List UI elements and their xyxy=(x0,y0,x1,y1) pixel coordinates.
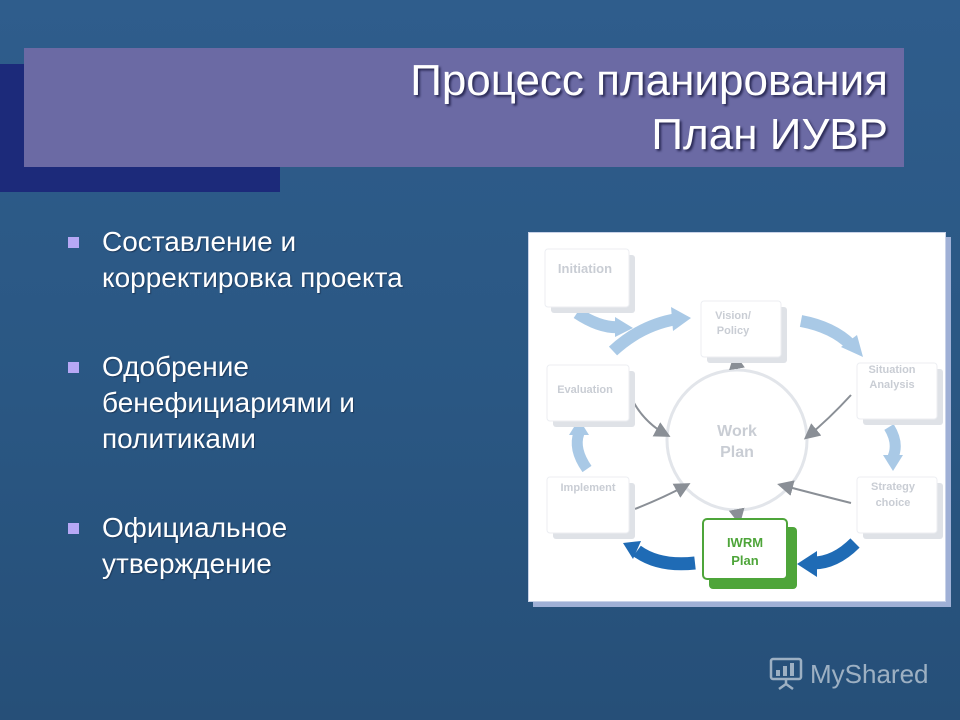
bullet-text-line: политиками xyxy=(102,423,256,454)
watermark-text: MyShared xyxy=(810,659,929,689)
node-label: choice xyxy=(876,497,911,509)
node-evaluation: Evaluation xyxy=(546,364,635,427)
bullet-list: Составление и корректировка проекта Одоб… xyxy=(66,224,506,582)
slide-title-line-1: Процесс планирования xyxy=(410,56,888,105)
node-strategy-choice: Strategy choice xyxy=(856,476,943,539)
bullet-text-line: утверждение xyxy=(102,548,272,579)
node-label: Evaluation xyxy=(557,384,613,396)
bullet-item: Официальное утверждение xyxy=(66,510,506,582)
node-initiation: Initiation xyxy=(544,248,635,313)
center-label: Plan xyxy=(720,444,754,461)
title-band: Процесс планирования План ИУВР xyxy=(24,48,904,167)
slide-title: Процесс планирования План ИУВР xyxy=(410,54,888,162)
node-label: Analysis xyxy=(869,379,914,391)
cycle-arrow-light xyxy=(883,424,903,471)
bullet-item: Составление и корректировка проекта xyxy=(66,224,506,296)
cycle-arrow-light xyxy=(799,315,863,357)
bullet-text-line: бенефициариями и xyxy=(102,387,355,418)
node-label: Vision/ xyxy=(715,310,751,322)
planning-cycle-diagram: Work Plan Initiation Vision/ Policy xyxy=(528,232,946,602)
node-label: Policy xyxy=(717,325,750,337)
cycle-arrow-dark xyxy=(623,541,696,571)
work-plan-circle: Work Plan xyxy=(665,368,809,512)
square-bullet-icon xyxy=(68,362,79,373)
node-label: Implement xyxy=(560,482,615,494)
bullet-text-line: Официальное xyxy=(102,512,288,543)
cycle-arrow-light xyxy=(608,307,691,356)
bullet-text-line: Составление и xyxy=(102,226,297,257)
node-label: Initiation xyxy=(558,261,612,276)
node-label: Strategy xyxy=(871,481,916,493)
square-bullet-icon xyxy=(68,237,79,248)
node-vision-policy: Vision/ Policy xyxy=(700,300,787,363)
center-label: Work xyxy=(717,423,757,440)
node-label: IWRM xyxy=(727,535,763,550)
bullet-text-line: корректировка проекта xyxy=(102,262,403,293)
presentation-board-icon xyxy=(769,657,803,691)
bullet-item: Одобрение бенефициариями и политиками xyxy=(66,349,506,457)
cycle-arrow-dark xyxy=(797,538,860,577)
square-bullet-icon xyxy=(68,523,79,534)
node-iwrm-plan: IWRM Plan xyxy=(702,518,797,589)
node-label: Plan xyxy=(731,553,759,568)
watermark: MyShared xyxy=(768,654,929,694)
node-label: Situation xyxy=(868,364,915,376)
node-implement: Implement xyxy=(546,476,635,539)
slide-title-line-2: План ИУВР xyxy=(651,110,888,159)
node-situation-analysis: Situation Analysis xyxy=(856,362,943,425)
bullet-text-line: Одобрение xyxy=(102,351,249,382)
cycle-arrow-light xyxy=(573,307,633,337)
